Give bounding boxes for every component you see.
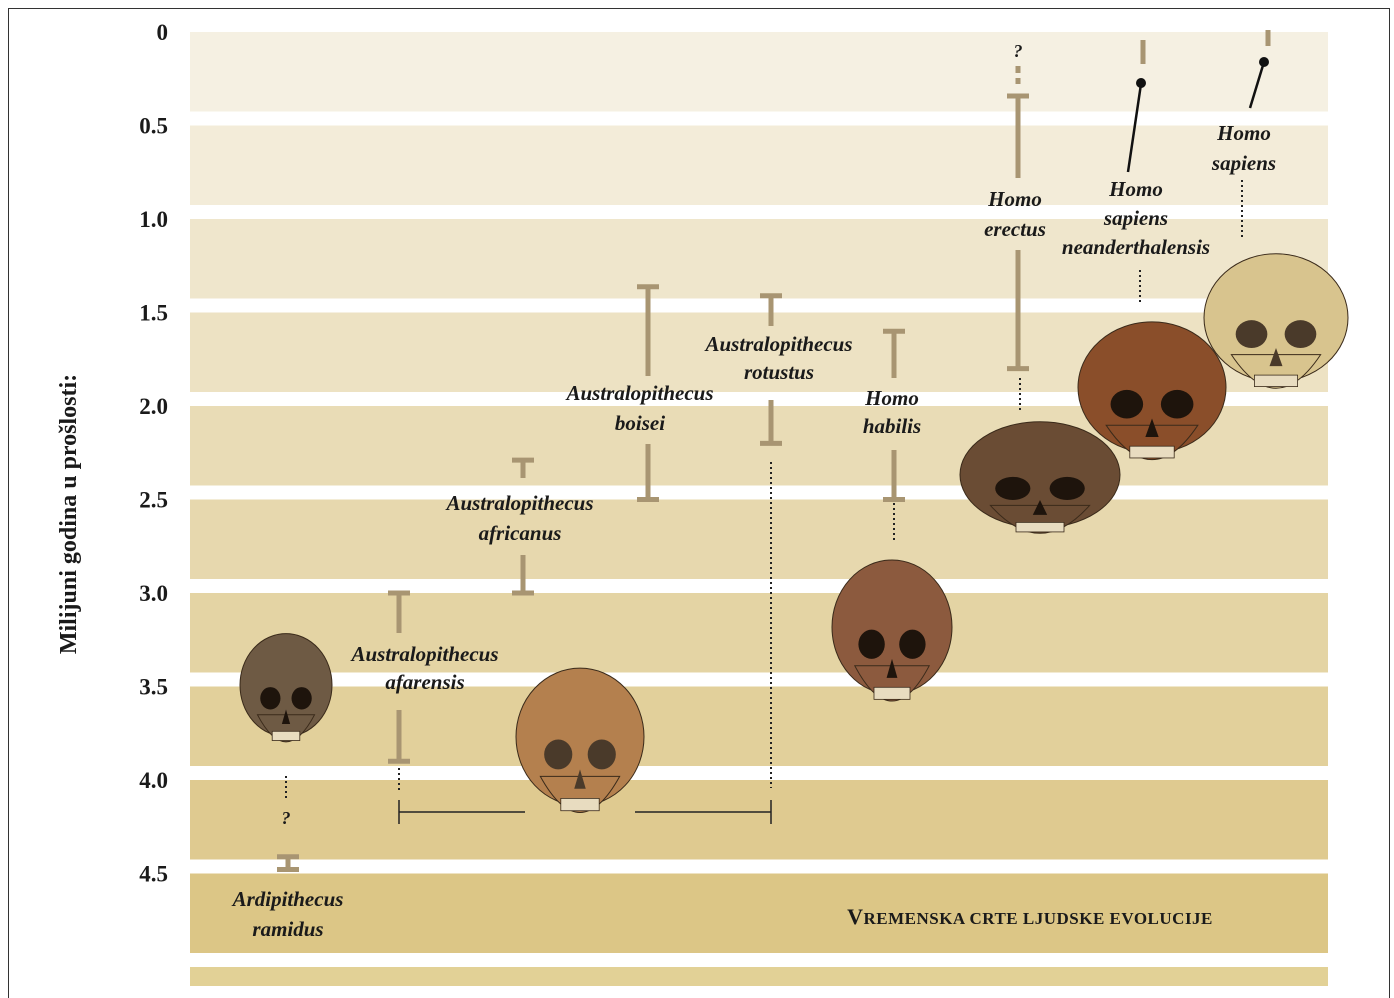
eye-socket <box>858 630 884 659</box>
y-axis-label: Milijuni godina u prošlosti: <box>56 374 82 654</box>
eye-socket <box>1236 320 1268 348</box>
time-band <box>190 500 1328 580</box>
species-label-line: Australopithecus <box>564 381 713 405</box>
homo-habilis-skull-image <box>832 560 952 701</box>
species-label-line: boisei <box>615 411 665 435</box>
species-label-line: Australopithecus <box>349 642 498 666</box>
species-label-line: Homo <box>1216 121 1271 145</box>
eye-socket <box>1111 390 1144 419</box>
title-part: REMENSKA CRTE LJUDSKE EVOLUCIJE <box>863 909 1212 928</box>
y-tick-label: 4.0 <box>139 768 168 793</box>
pointer-dot <box>1136 78 1146 88</box>
time-band <box>190 780 1328 860</box>
eye-socket <box>995 477 1030 500</box>
eye-socket <box>544 739 572 769</box>
y-tick-label: 3.5 <box>139 675 168 700</box>
eye-socket <box>1285 320 1317 348</box>
eye-socket <box>1050 477 1085 500</box>
teeth <box>1254 375 1297 386</box>
eye-socket <box>588 739 616 769</box>
species-label-line: Homo <box>864 386 919 410</box>
species-label-line: ramidus <box>252 917 323 941</box>
pointer-dot <box>1259 57 1269 67</box>
eye-socket <box>1161 390 1194 419</box>
title-band <box>190 967 1328 986</box>
species-label-line: Australopithecus <box>703 332 852 356</box>
teeth <box>1016 522 1064 532</box>
species-label-line: Ardipithecus <box>231 887 344 911</box>
eye-socket <box>292 687 312 709</box>
time-band <box>190 687 1328 767</box>
eye-socket <box>899 630 925 659</box>
species-label-line: sapiens <box>1211 151 1276 175</box>
teeth <box>874 687 910 699</box>
eye-socket <box>260 687 280 709</box>
time-band <box>190 32 1328 112</box>
uncertain-mark: ? <box>1014 41 1023 61</box>
species-label-line: habilis <box>863 414 921 438</box>
species-label-line: Homo <box>987 187 1042 211</box>
teeth <box>561 798 599 810</box>
species-label-line: sapiens <box>1103 206 1168 230</box>
species-label-line: erectus <box>984 217 1046 241</box>
species-label-line: neanderthalensis <box>1062 235 1210 259</box>
species-label-line: africanus <box>479 521 562 545</box>
y-tick-label: 1.5 <box>139 301 168 326</box>
y-tick-label: 4.5 <box>139 862 168 887</box>
teeth <box>272 731 300 740</box>
y-tick-label: 2.5 <box>139 488 168 513</box>
y-tick-label: 0.5 <box>139 114 168 139</box>
species-label-homo-erectus: Homo erectus <box>984 187 1046 241</box>
y-tick-label: 0 <box>157 20 169 45</box>
y-tick-label: 3.0 <box>139 581 168 606</box>
species-label-line: Australopithecus <box>444 491 593 515</box>
title-part: V <box>847 904 863 929</box>
uncertain-mark: ? <box>282 808 291 828</box>
y-tick-label: 2.0 <box>139 394 168 419</box>
teeth <box>1130 446 1174 458</box>
species-label-line: Homo <box>1108 177 1163 201</box>
species-label-line: rotustus <box>744 360 814 384</box>
species-label-line: afarensis <box>385 670 464 694</box>
range-ardipithecus-ramidus <box>277 857 299 870</box>
y-tick-label: 1.0 <box>139 207 168 232</box>
